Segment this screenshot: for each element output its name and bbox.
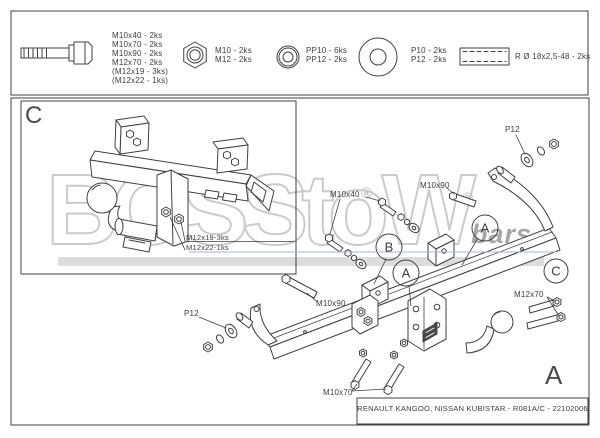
label-m10x70: M10x70 xyxy=(323,388,353,397)
label-p12-left: P12 xyxy=(184,309,199,318)
nut-icon xyxy=(183,41,207,69)
detail-bolt-label-1: M12x19-3ks xyxy=(186,233,229,242)
callout-a: A xyxy=(480,220,490,236)
detail-c-drawing xyxy=(86,115,295,253)
spring-washer-sizes-list: PP10 - 6ks PP12 - 2ks xyxy=(306,46,348,64)
bolt-sizes-list: M10x40 - 2ks M10x70 - 2ks M10x90 - 2ks M… xyxy=(112,31,169,85)
flat-washer-icon xyxy=(358,37,398,77)
callout-b: B xyxy=(384,239,394,255)
detail-bolt-label-2: M12x22-1ks xyxy=(186,243,229,252)
spring-washer-icon xyxy=(276,45,300,69)
view-letter-a: A xyxy=(545,360,563,390)
spacer-tube-size-label: R Ø 18x2,5-48 - 2ks xyxy=(515,52,591,61)
frame-boxes xyxy=(10,10,590,426)
label-m10x90-top: M10x90 xyxy=(420,181,450,190)
title-block: RENAULT KANGOO, NISSAN KUBISTAR - R081A/… xyxy=(357,404,588,413)
bolt-icon xyxy=(20,41,93,65)
watermark-underline xyxy=(58,257,544,266)
callout-c: C xyxy=(551,263,561,279)
flat-washer-sizes-list: P10 - 2ks P12 - 2ks xyxy=(411,46,447,64)
detail-box-letter: C xyxy=(25,102,43,129)
label-p12-top: P12 xyxy=(505,125,520,134)
nut-sizes-list: M10 - 2ks M12 - 2ks xyxy=(215,46,252,64)
callout-a: A xyxy=(401,265,411,281)
label-m12x70: M12x70 xyxy=(514,290,544,299)
exploded-view-drawing xyxy=(198,134,569,395)
spacer-tube-icon xyxy=(459,47,510,66)
label-m10x40: M10x40 xyxy=(330,190,360,199)
label-m10x90-left: M10x90 xyxy=(316,299,346,308)
registered-mark-icon: ® xyxy=(361,185,373,202)
